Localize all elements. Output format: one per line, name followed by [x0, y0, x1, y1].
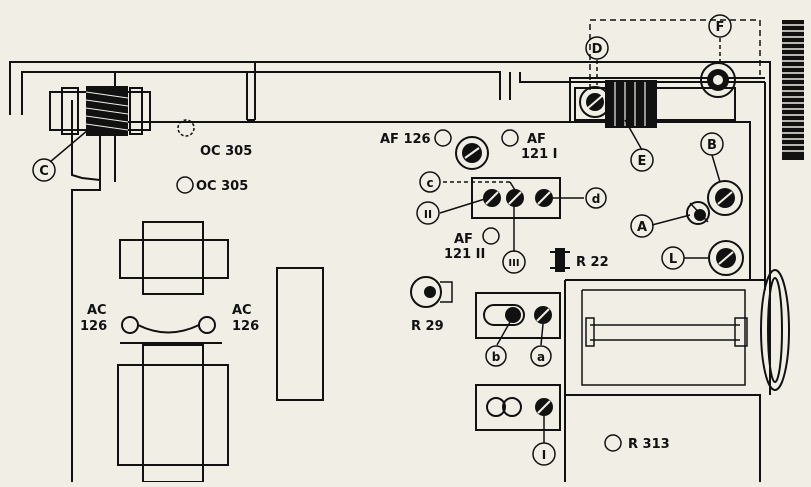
label-a-small-bubble: a [530, 345, 552, 367]
chassis-outline [9, 61, 771, 482]
label-ac126-right-line1: AC [232, 303, 252, 318]
coil-e [574, 80, 736, 128]
svg-text:d: d [592, 192, 601, 206]
label-f-bubble: F [708, 14, 732, 38]
label-d-small-bubble: d [585, 187, 607, 209]
dashed-outline [589, 19, 761, 90]
label-e-bubble: E [630, 148, 654, 172]
trimmer-d [579, 60, 611, 118]
svg-text:L: L [669, 252, 677, 267]
coil-block-middle [475, 292, 561, 339]
label-ii-bubble: II [416, 201, 440, 225]
svg-text:a: a [537, 350, 545, 364]
trimmer-l [708, 240, 744, 276]
label-af126: AF 126 [380, 132, 431, 147]
potentiometer-r29 [410, 276, 453, 308]
resistor-r22 [550, 248, 570, 272]
label-oc305-2: OC 305 [196, 179, 248, 194]
label-a-bubble: A [630, 214, 654, 238]
label-af121i-line2: 121 I [521, 147, 558, 162]
svg-text:II: II [424, 208, 432, 221]
transistor-sockets [176, 119, 622, 452]
svg-text:c: c [426, 176, 433, 190]
label-af121i-line1: AF [527, 132, 546, 147]
tuning-wheel [760, 20, 804, 391]
label-r313: R 313 [628, 437, 670, 452]
label-oc305-1: OC 305 [200, 144, 252, 159]
label-c-small-bubble: c [419, 171, 441, 193]
transformer-lower [117, 344, 229, 483]
svg-text:E: E [638, 154, 647, 169]
label-c-bubble: C [32, 158, 56, 182]
trimmer-af126 [455, 136, 489, 170]
coil-block-upper [471, 177, 561, 219]
svg-text:I: I [542, 448, 546, 462]
trimmer-b [707, 180, 743, 216]
label-r29: R 29 [411, 319, 444, 334]
svg-text:III: III [508, 258, 519, 269]
label-r22: R 22 [576, 255, 609, 270]
label-ac126-left-line2: 126 [80, 319, 107, 334]
trimmer-a [686, 201, 710, 225]
ferrite-coil-left [49, 86, 151, 136]
svg-text:D: D [592, 42, 603, 57]
label-i-bubble: I [532, 442, 556, 466]
svg-text:C: C [39, 164, 49, 179]
svg-text:F: F [716, 20, 725, 35]
ac126-transistors [120, 316, 222, 344]
svg-text:b: b [492, 350, 501, 364]
label-ac126-right-line2: 126 [232, 319, 259, 334]
label-l-bubble: L [661, 246, 685, 270]
label-af121ii-line1: AF [454, 232, 473, 247]
leader-lines [49, 119, 721, 443]
label-ac126-left-line1: AC [87, 303, 107, 318]
svg-text:A: A [637, 220, 647, 235]
label-iii-bubble: III [502, 250, 526, 274]
trimmer-f [700, 38, 736, 98]
label-b-bubble: B [700, 132, 724, 156]
capacitor-block [276, 267, 324, 401]
label-b-small-bubble: b [485, 345, 507, 367]
svg-text:B: B [707, 138, 717, 153]
coil-block-lower [475, 384, 561, 431]
transformer-upper [119, 221, 229, 295]
label-d-bubble: D [585, 36, 609, 60]
label-af121ii-line2: 121 II [444, 247, 485, 262]
